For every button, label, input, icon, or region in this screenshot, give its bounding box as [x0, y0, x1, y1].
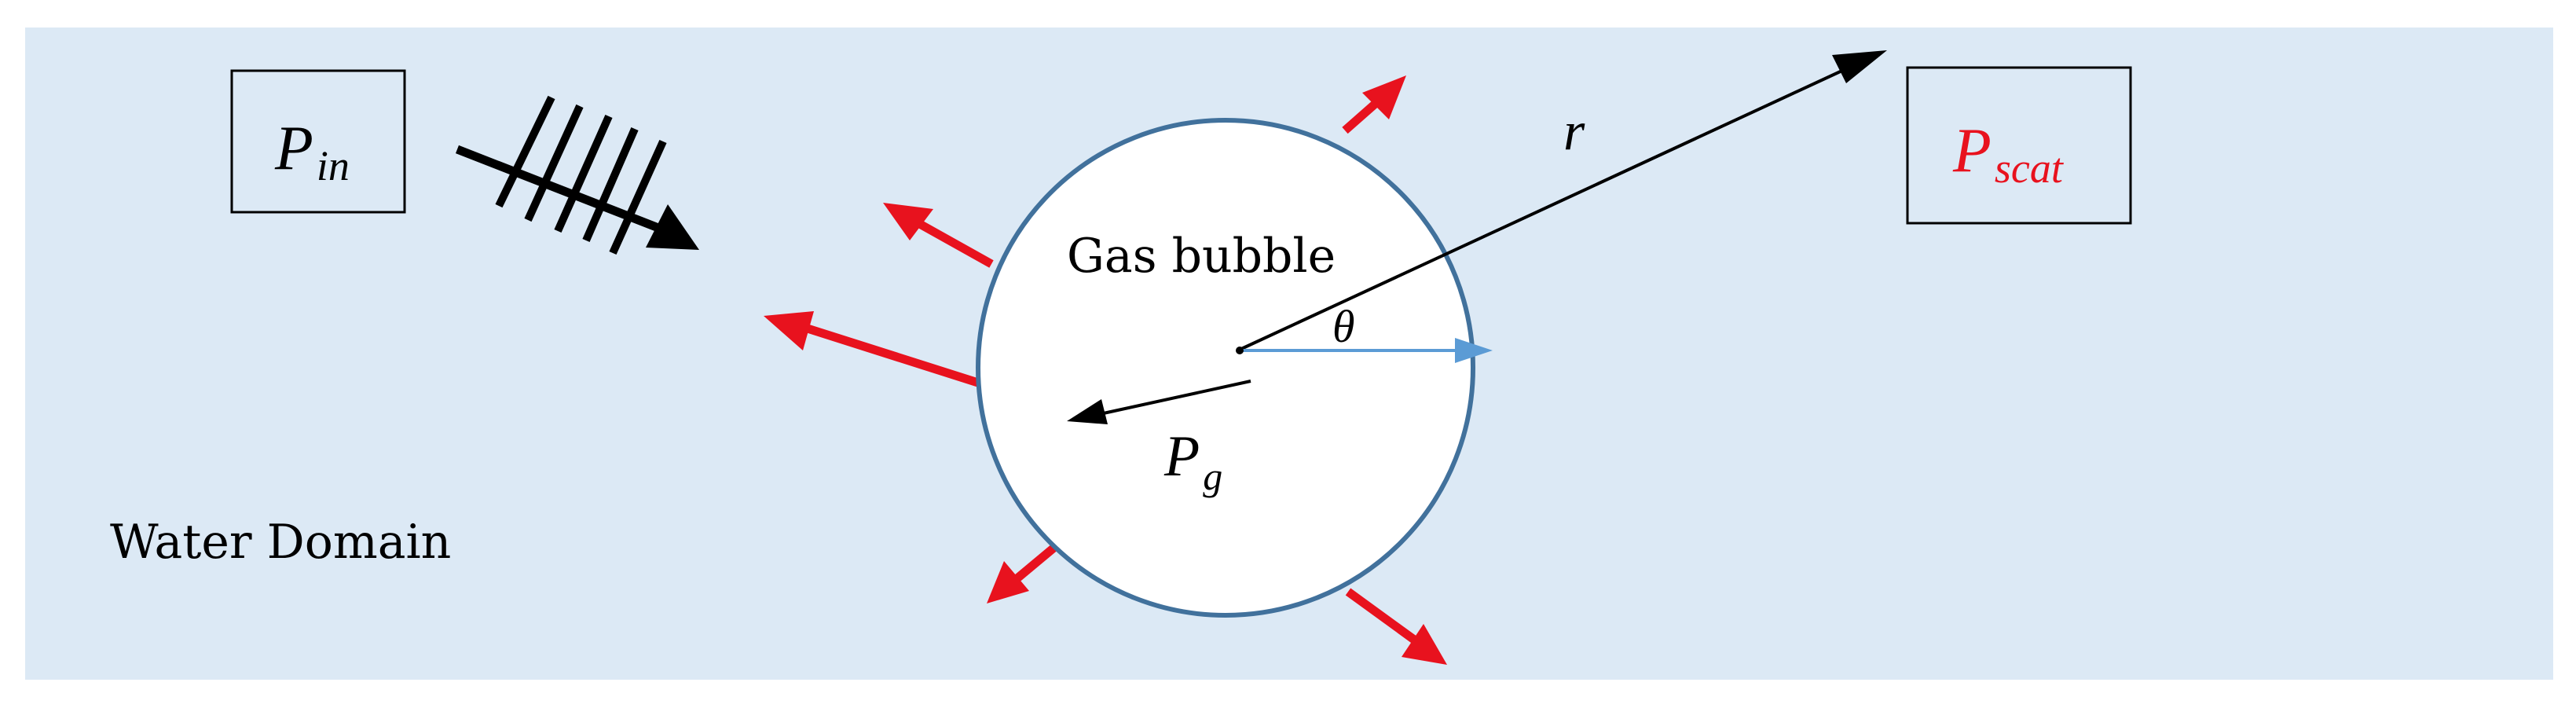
gas-pressure-arrow	[1067, 380, 1251, 424]
wavefront-line	[554, 114, 613, 233]
radius-label: r	[1563, 101, 1585, 162]
gas-pressure-label: Pg	[1163, 424, 1222, 498]
gas-bubble-label: Gas bubble	[1067, 229, 1336, 284]
scatter-arrow-lower-right	[1345, 588, 1447, 665]
wavefront-lines	[495, 95, 667, 255]
scatter-arrow-left	[764, 311, 982, 388]
wavefront-line	[495, 95, 555, 208]
radius-arrow	[1240, 50, 1887, 350]
incident-wave-arrow	[455, 145, 699, 250]
scatter-arrow-upper-left	[883, 203, 994, 268]
gas-bubble	[976, 118, 1475, 618]
scattered-pressure-box	[1906, 66, 2132, 225]
theta-reference-arrow	[1241, 338, 1493, 363]
water-domain-label: Water Domain	[110, 515, 451, 570]
wavefront-line	[524, 104, 584, 222]
scattered-pressure-label: Pscat	[1952, 116, 2065, 192]
incident-pressure-box	[230, 69, 406, 214]
scattered-wave-arrows	[764, 75, 1447, 665]
scatter-arrow-top	[1342, 75, 1406, 134]
wavefront-line	[609, 139, 667, 255]
incident-pressure-label: Pin	[274, 114, 350, 189]
bubble-center-dot	[1236, 347, 1244, 354]
wavefront-line	[582, 127, 639, 243]
theta-label: θ	[1332, 301, 1355, 352]
